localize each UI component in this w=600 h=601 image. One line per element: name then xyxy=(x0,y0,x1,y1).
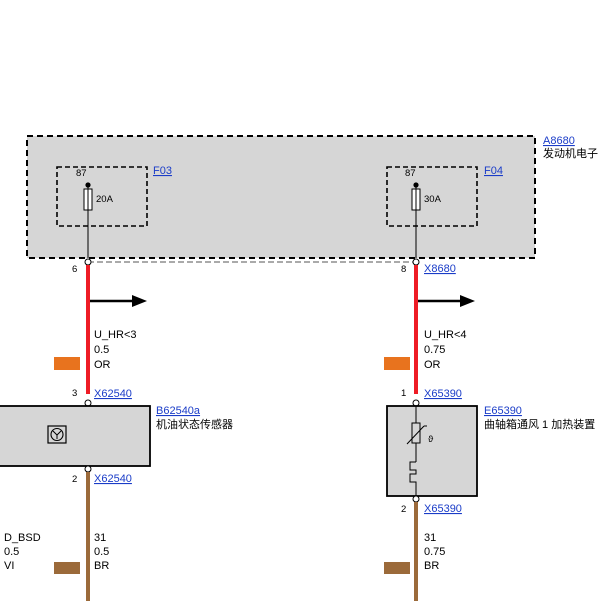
right-module-connector-link[interactable]: X8680 xyxy=(424,263,456,275)
sensor-top-connector-link[interactable]: X62540 xyxy=(94,388,132,400)
right-ground-gauge: 0.75 xyxy=(424,546,445,558)
sensor-bottom-connector-link[interactable]: X62540 xyxy=(94,473,132,485)
right-ground-color: BR xyxy=(424,560,439,572)
left-wire-swatch xyxy=(54,357,80,370)
heater-top-pin: 1 xyxy=(401,388,406,399)
left-ground-color: BR xyxy=(94,560,109,572)
fuse-f04-pin: 87 xyxy=(405,168,416,179)
fuse-f03-pin: 87 xyxy=(76,168,87,179)
right-wire-swatch xyxy=(384,357,410,370)
sensor-name: 机油状态传感器 xyxy=(156,417,233,431)
fuse-f03-link[interactable]: F03 xyxy=(153,165,172,177)
module-housing xyxy=(26,135,536,259)
right-ground-swatch xyxy=(384,562,410,574)
left-ground-signal: 31 xyxy=(94,532,106,544)
right-ground-signal: 31 xyxy=(424,532,436,544)
fuse-f04-rating: 30A xyxy=(424,194,442,205)
heater-bottom-pin: 2 xyxy=(401,504,406,515)
far-left-color: VI xyxy=(4,560,14,572)
fuse-box-f03 xyxy=(56,166,148,227)
left-ground-swatch xyxy=(54,562,80,574)
right-wire-gauge: 0.75 xyxy=(424,344,445,356)
fuse-f03-rating: 20A xyxy=(96,194,114,205)
heater-bottom-connector-link[interactable]: X65390 xyxy=(424,503,462,515)
right-arrow-icon xyxy=(460,295,475,307)
module-id-link[interactable]: A8680 xyxy=(543,135,575,147)
sensor-top-pin: 3 xyxy=(72,388,77,399)
right-wire-color: OR xyxy=(424,359,441,371)
heater-element-icon: ϑ xyxy=(406,406,434,496)
fuse-f04-link[interactable]: F04 xyxy=(484,165,503,177)
heater-name: 曲轴箱通风 1 加热装置 xyxy=(484,417,595,431)
right-module-pin: 8 xyxy=(401,264,406,275)
svg-text:ϑ: ϑ xyxy=(428,434,434,445)
oil-sensor-icon xyxy=(47,425,67,444)
fuse-box-f04 xyxy=(386,166,478,227)
heater-top-connector-link[interactable]: X65390 xyxy=(424,388,462,400)
left-arrow-icon xyxy=(132,295,147,307)
left-wire-gauge: 0.5 xyxy=(94,344,109,356)
module-name: 发动机电子 xyxy=(543,146,598,160)
far-left-signal: D_BSD xyxy=(4,532,41,544)
right-wire-signal: U_HR<4 xyxy=(424,329,467,341)
far-left-gauge: 0.5 xyxy=(4,546,19,558)
left-module-pin: 6 xyxy=(72,264,77,275)
sensor-bottom-pin: 2 xyxy=(72,474,77,485)
sensor-box[interactable] xyxy=(0,405,151,467)
sensor-id-link[interactable]: B62540a xyxy=(156,405,201,417)
heater-box[interactable] xyxy=(386,405,478,497)
left-ground-gauge: 0.5 xyxy=(94,546,109,558)
heater-id-link[interactable]: E65390 xyxy=(484,405,522,417)
left-wire-color: OR xyxy=(94,359,111,371)
left-wire-signal: U_HR<3 xyxy=(94,329,137,341)
